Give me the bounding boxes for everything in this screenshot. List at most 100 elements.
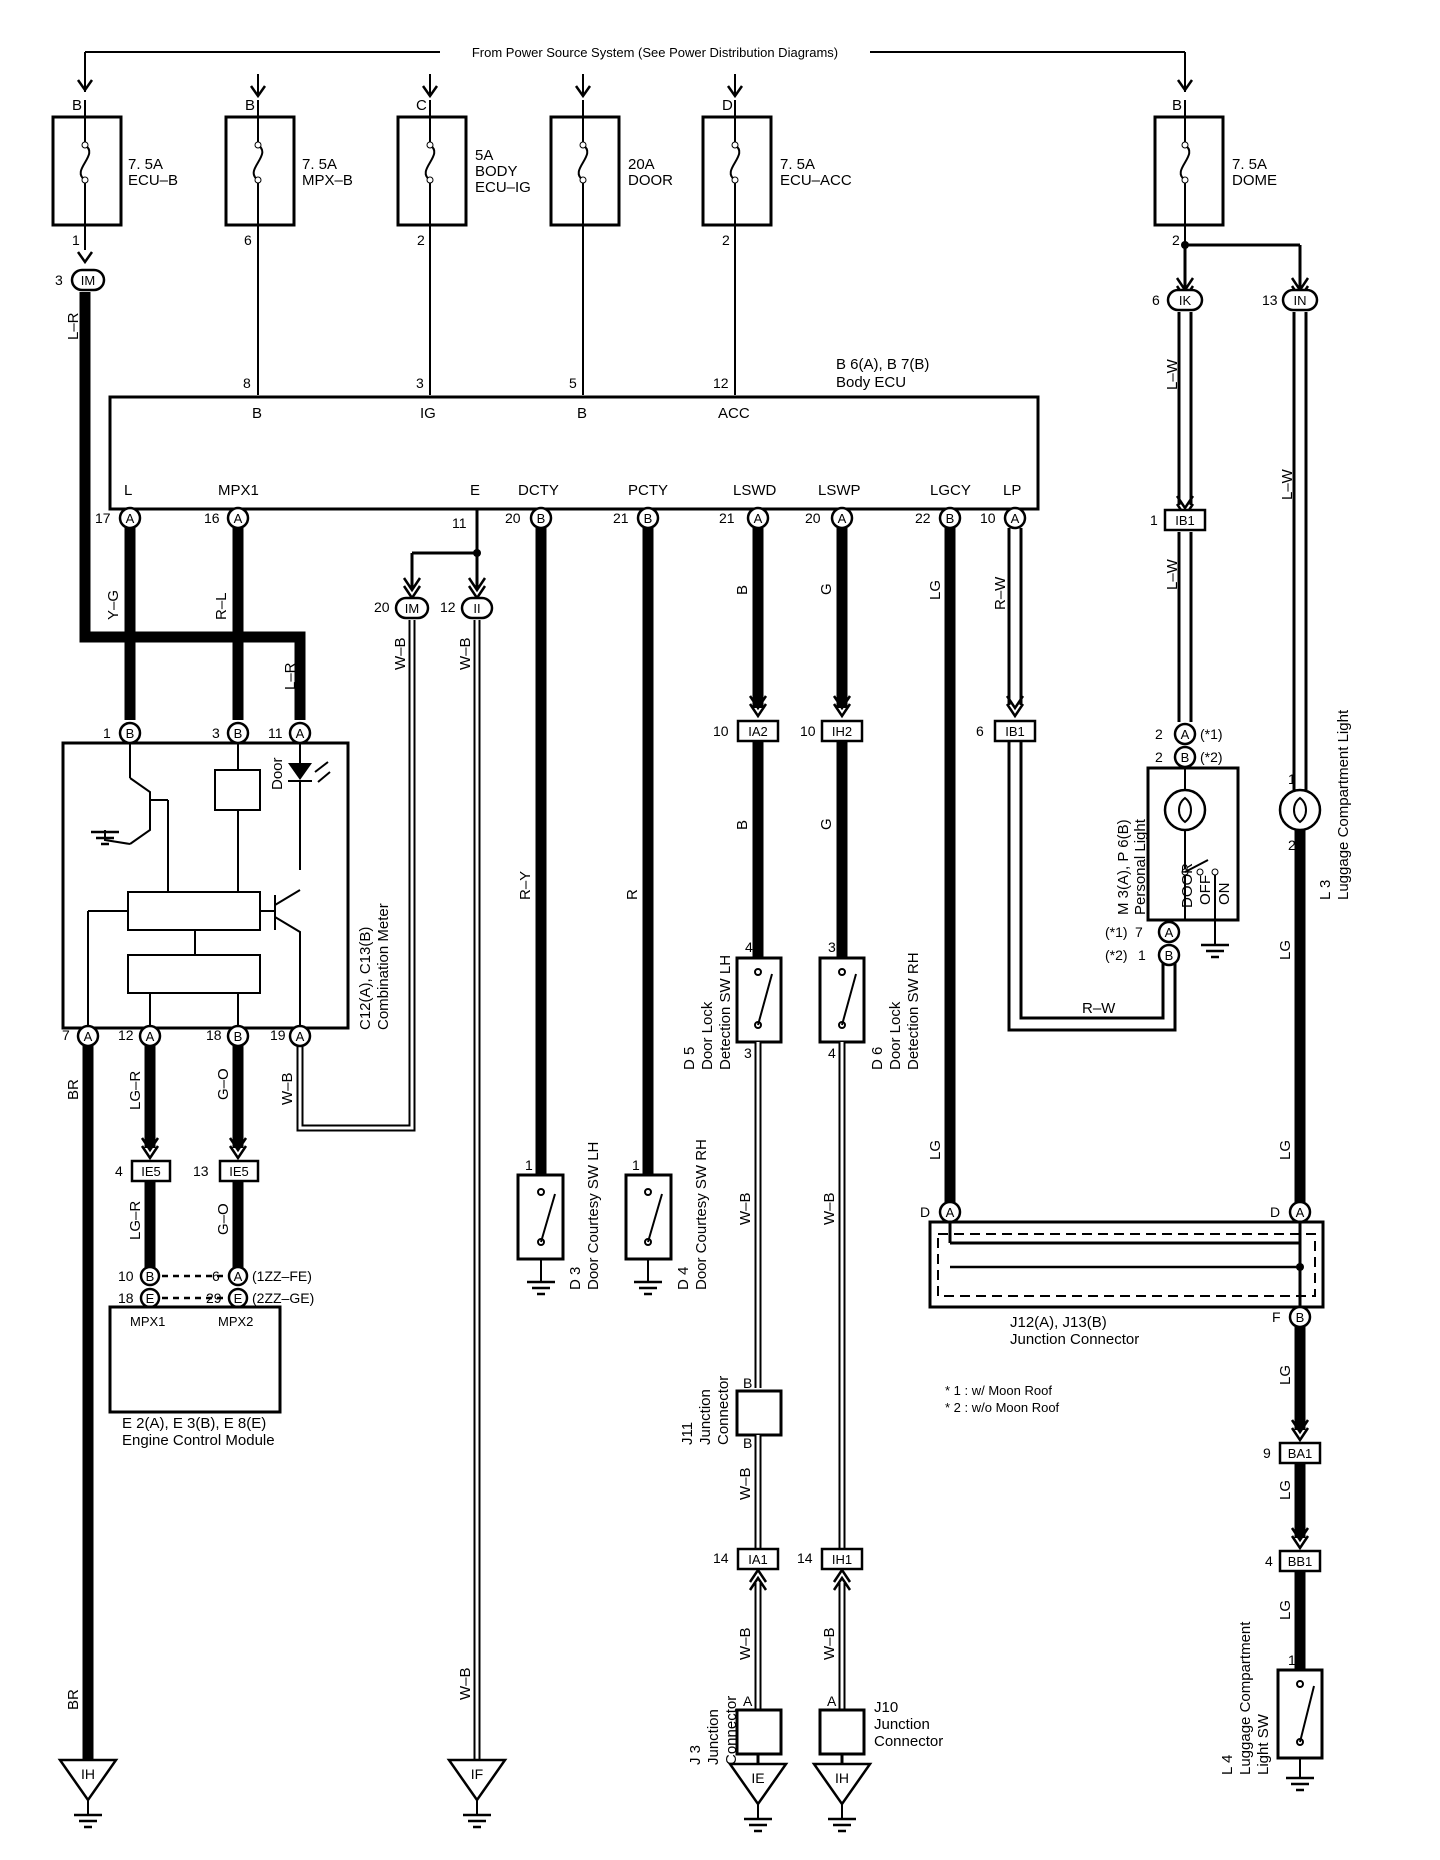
ecu-terminal-label: E [470,482,480,499]
body-ecu: B 6(A), B 7(B) Body ECU 8 B 3 IG 5 B 12 … [108,356,1040,511]
wire-color: W–B [737,1192,754,1225]
ground-code: IE [751,1770,764,1786]
ecu-terminal-label: MPX1 [218,482,259,499]
junction-name: Connector [723,1696,740,1765]
wire-color: LG [927,1140,944,1160]
ecu-terminal-label: B [252,405,262,422]
conn-code: IM [81,273,95,288]
pin-note: (*1) [1200,726,1223,742]
pin-number: 1 [1150,512,1158,528]
conn-letter: B [126,726,135,741]
pin-number: 12 [440,599,456,615]
im-left-connector: 3 IM L–R [55,250,306,720]
ecu-top-pin: 5 [569,375,577,391]
conn-code: IN [1294,293,1307,308]
pin-letter: F [1272,1309,1281,1325]
conn-letter: B [946,511,955,526]
fuse-name: ECU–ACC [780,172,852,189]
wire-color: R–W [1082,1000,1116,1017]
luggage-sw-chain: LG 9 BA1 LG 4 BB1 LG 1 L 4 Luggage Compa… [1219,1327,1324,1792]
wire-color: BR [65,1689,82,1710]
switch-position: ON [1216,883,1233,906]
meter-feed-wires: Y–G R–L L–R [105,528,299,720]
lp-circuit: R–W 6 IB1 R–W [976,528,1177,1032]
pin-number: 20 [805,510,821,526]
switch-code: D 6 [869,1047,886,1070]
junction-name: Connector [715,1376,732,1445]
pin-number: 2 [1155,726,1163,742]
wire-color: Y–G [105,590,122,620]
wire-color: R–L [213,592,230,620]
note: * 2 : w/o Moon Roof [945,1400,1060,1415]
pin-number: 6 [1152,292,1160,308]
ground-ih-left: IH [57,1758,119,1829]
lgcy-circuit: LG LG [927,528,956,1210]
pin-number: 7 [1135,924,1143,940]
dome-split [1175,241,1310,300]
conn-code: IH2 [832,724,852,739]
wire-color: LG–R [127,1071,144,1110]
wire-color: LG [1277,1140,1294,1160]
fuse-name-2: ECU–IG [475,179,531,196]
pin-number: 21 [719,510,735,526]
pin-letter: D [1270,1204,1280,1220]
wire-color: W–B [279,1072,296,1105]
conn-letter: B [1296,1310,1305,1325]
pin-number: 3 [828,939,836,955]
fuse-rating: 7. 5A [302,156,337,173]
fuse-rating: 20A [628,156,655,173]
switch-position: DOOR [1179,863,1196,908]
wire-color: W–B [457,637,474,670]
fuse-source: D [722,97,733,114]
fuse-source: B [1172,97,1182,114]
conn-code: BA1 [1288,1446,1313,1461]
conn-code: II [473,601,480,616]
switch-name: Detection SW LH [717,955,734,1070]
switch-name: Door Lock [887,1001,904,1070]
luggage-light-code: L 3 [1317,880,1334,900]
ecu-terminal-label: IG [420,405,436,422]
ground-if: IF [446,1758,508,1829]
junction-name: Connector [874,1733,943,1750]
conn-letter: A [296,726,305,741]
wire-color: BR [65,1079,82,1100]
ecm-name: Engine Control Module [122,1432,275,1449]
conn-letter: A [234,511,243,526]
wire-color: R–W [992,576,1009,610]
conn-letter: A [1181,727,1190,742]
wire-color: LG [1277,1600,1294,1620]
wire-color: L–R [282,662,299,690]
switch-code: D 3 [567,1267,584,1290]
fuse-feed-arrows [249,74,744,98]
ecu-bottom-pins: 17 A 16 A 11 20 B 21 B 21 A 20 A 22 B 10… [95,506,1027,531]
switch-name: Door Courtesy SW LH [585,1142,602,1290]
wire-color: W–B [457,1667,474,1700]
ecm-terminal: MPX1 [130,1314,165,1329]
fuse-pin: 6 [244,232,252,248]
ground-e-branch: 20 IM 12 II W–B W–B W–B [296,509,494,1760]
conn-letter: A [234,1269,243,1284]
conn-code: IB1 [1175,513,1195,528]
pin-number: B [743,1435,752,1451]
wire-color: W–B [737,1467,754,1500]
wire-color: W–B [737,1627,754,1660]
notes: * 1 : w/ Moon Roof * 2 : w/o Moon Roof [945,1383,1060,1415]
conn-letter: B [1181,750,1190,765]
fuse-dome: B 7. 5A DOME 2 [1153,97,1277,248]
pin-number: A [827,1693,837,1709]
ecu-top-pin: 3 [416,375,424,391]
fuse-rating: 5A [475,147,493,164]
pin-number: B [743,1375,752,1391]
conn-letter: A [838,511,847,526]
wire-color: G [818,583,835,595]
pin-number: 3 [212,725,220,741]
junction-name: Junction [874,1716,930,1733]
pin-number: A [743,1693,753,1709]
fuse-rating: 7. 5A [1232,156,1267,173]
pin-number: 18 [206,1027,222,1043]
conn-letter: B [146,1269,155,1284]
ecu-terminal-label: LSWD [733,482,777,499]
note: * 1 : w/ Moon Roof [945,1383,1052,1398]
wire-color: LG [1277,940,1294,960]
ecu-terminal-label: DCTY [518,482,559,499]
